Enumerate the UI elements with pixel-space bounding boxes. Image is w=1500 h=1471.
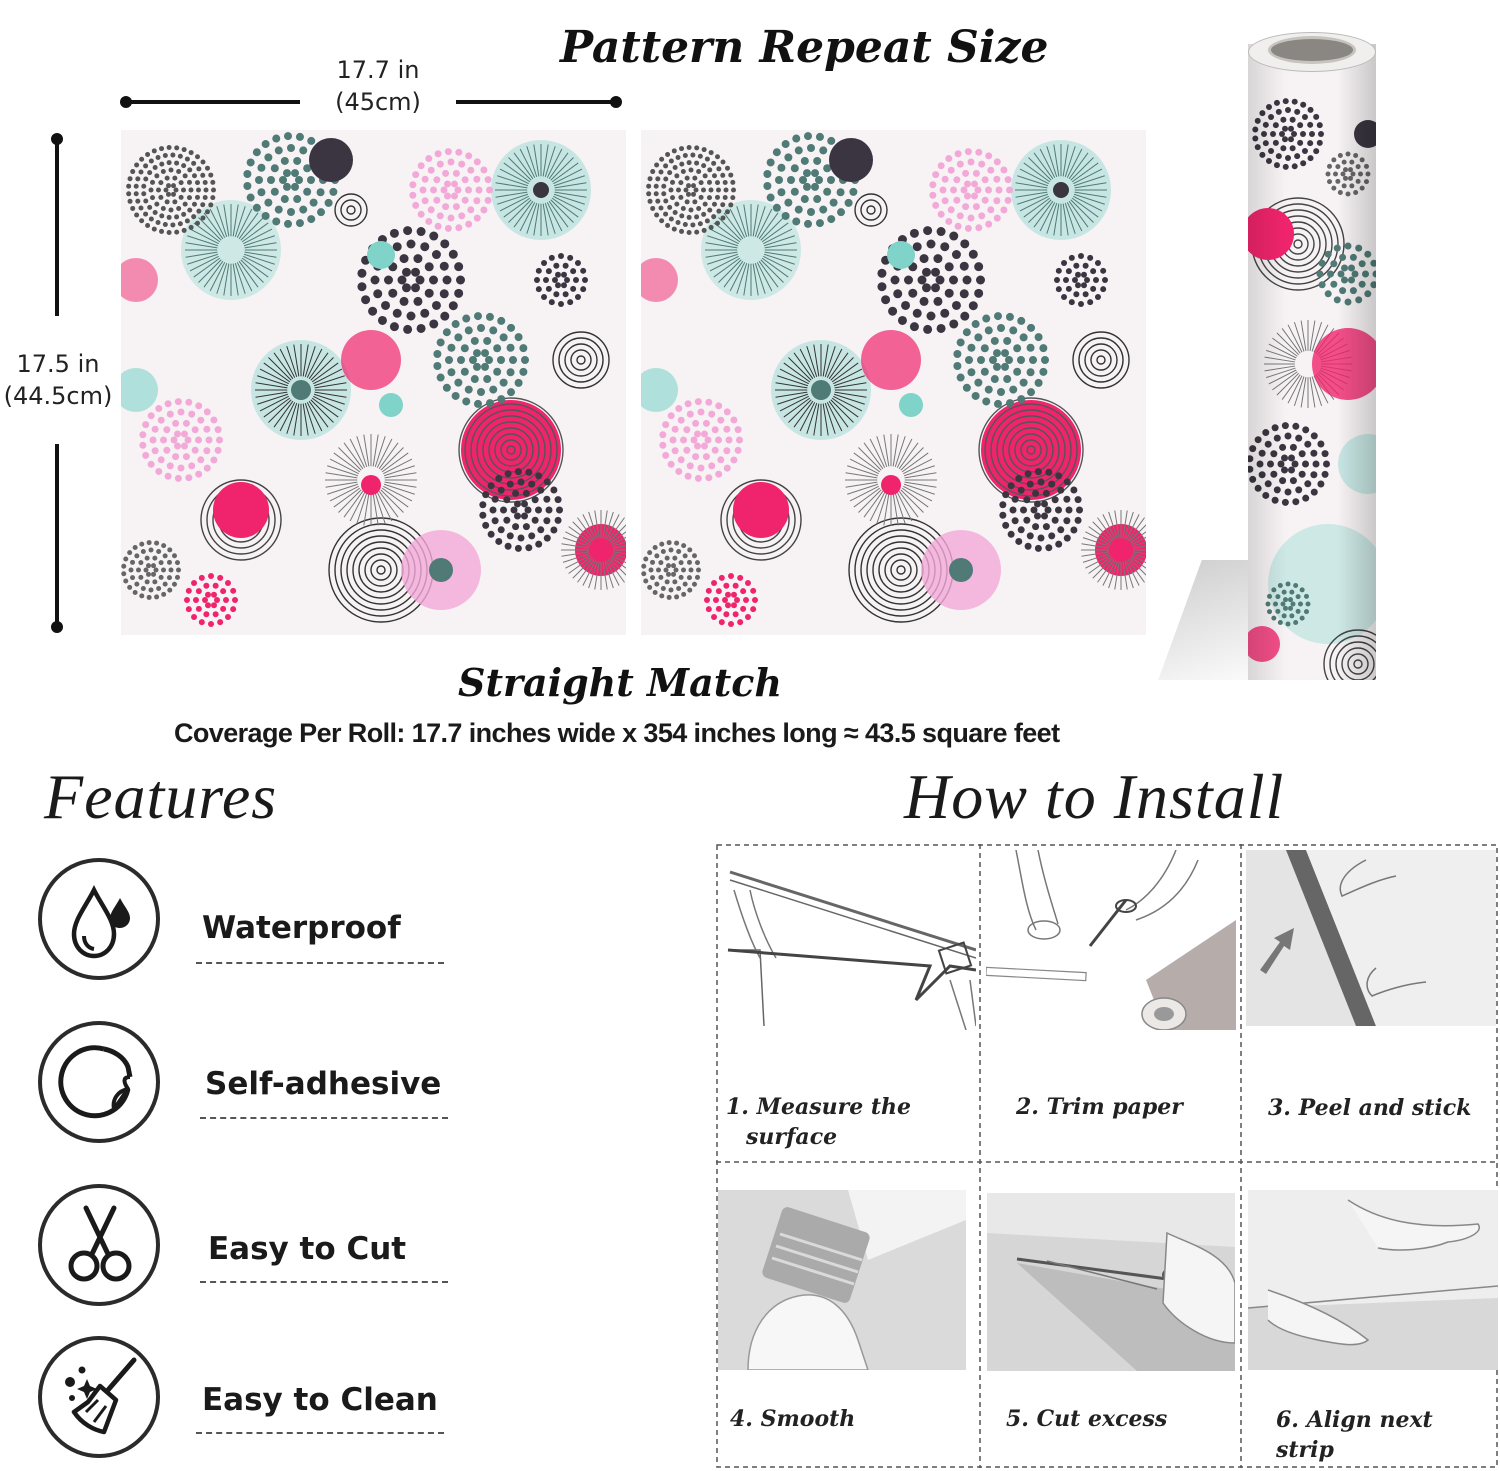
easy-to-clean-icon-circle <box>38 1336 160 1458</box>
width-label: 17.7 in (45cm) <box>300 54 456 118</box>
width-dimension-line-right <box>456 100 616 104</box>
height-dimension-line-bottom <box>55 444 59 628</box>
feature-rule-easy-to-clean <box>196 1432 444 1434</box>
roll-core <box>1268 36 1356 64</box>
feature-label-easy-to-clean: Easy to Clean <box>202 1382 438 1418</box>
width-endpoint-left <box>120 96 132 108</box>
pattern-tile-1-art <box>121 130 626 635</box>
install-grid-lines <box>716 844 1498 1468</box>
height-in-text: 17.5 in <box>16 350 100 378</box>
features-heading: Features <box>44 761 278 832</box>
install-heading: How to Install <box>904 761 1285 832</box>
pattern-tile-2-art <box>641 130 1146 635</box>
pattern-repeat-title: Pattern Repeat Size <box>560 22 1049 73</box>
step-5-label: 5. Cut excess <box>1006 1404 1167 1434</box>
self-adhesive-icon-circle <box>38 1021 160 1143</box>
height-dimension-line-top <box>55 138 59 316</box>
step-4-label: 4. Smooth <box>730 1404 855 1434</box>
pattern-tile-1 <box>121 130 626 635</box>
water-drop-icon <box>71 884 130 959</box>
feature-rule-easy-to-cut <box>200 1281 448 1283</box>
step-3-peel-illustration <box>1260 850 1496 1026</box>
feature-rule-self-adhesive <box>200 1117 448 1119</box>
feature-rule-waterproof <box>196 962 444 964</box>
straight-match-label: Straight Match <box>458 660 783 705</box>
step-1-measure-illustration <box>727 870 976 1030</box>
peel-sticker-icon <box>58 1045 133 1119</box>
step-1-label: 1. Measure the surface <box>726 1092 911 1152</box>
scissors-icon <box>68 1205 132 1282</box>
step-6-line-1: 6. Align next strip <box>1276 1407 1433 1463</box>
step-1-line-2: surface <box>746 1124 838 1150</box>
waterproof-icon-circle <box>38 858 160 980</box>
step-3-line-1: 3. Peel and stick <box>1268 1095 1472 1121</box>
install-grid: 1. Measure the surface 2. Trim paper 3. … <box>716 844 1498 1468</box>
step-6-label: 6. Align next strip <box>1276 1405 1498 1465</box>
width-in-text: 17.7 in <box>336 56 420 84</box>
step-2-line-1: 2. Trim paper <box>1016 1094 1183 1120</box>
width-cm-text: (45cm) <box>335 88 421 116</box>
wallpaper-roll-art <box>1248 44 1376 680</box>
easy-to-cut-icon-circle <box>38 1184 160 1306</box>
step-4-smooth-illustration <box>747 1190 966 1370</box>
broom-sparkle-icon <box>65 1357 137 1435</box>
step-4-line-1: 4. Smooth <box>730 1406 856 1432</box>
step-5-cut-illustration <box>987 1193 1235 1371</box>
height-label: 17.5 in (44.5cm) <box>0 348 116 412</box>
roll-shading <box>1248 44 1376 680</box>
feature-label-self-adhesive: Self-adhesive <box>205 1066 442 1102</box>
step-1-line-1: 1. Measure the <box>726 1094 912 1120</box>
step-2-trim-illustration <box>986 850 1236 1030</box>
feature-label-easy-to-cut: Easy to Cut <box>208 1231 407 1267</box>
step-5-line-1: 5. Cut excess <box>1006 1406 1168 1432</box>
height-cm-text: (44.5cm) <box>3 382 113 410</box>
step-3-label: 3. Peel and stick <box>1268 1093 1471 1123</box>
height-endpoint-top <box>51 133 63 145</box>
feature-label-waterproof: Waterproof <box>202 910 401 946</box>
width-endpoint-right <box>610 96 622 108</box>
height-endpoint-bottom <box>51 621 63 633</box>
wallpaper-roll <box>1248 44 1376 680</box>
coverage-text: Coverage Per Roll: 17.7 inches wide x 35… <box>174 718 1060 748</box>
step-6-align-illustration <box>1248 1190 1498 1346</box>
step-2-label: 2. Trim paper <box>1016 1092 1183 1122</box>
width-dimension-line-left <box>126 100 300 104</box>
pattern-tile-2 <box>641 130 1146 635</box>
